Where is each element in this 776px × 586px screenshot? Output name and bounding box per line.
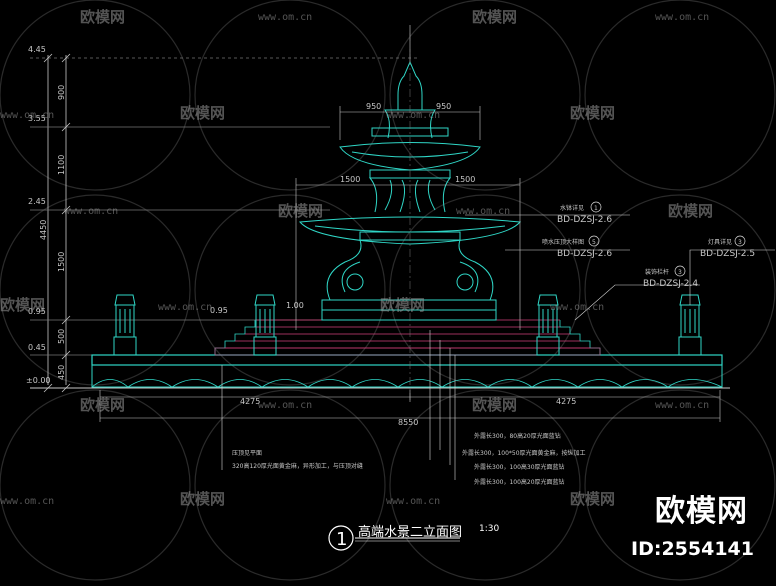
vertical-dimension: 450	[57, 365, 66, 380]
text-layer: 4.45 3.55 2.45 0.95 0.45 ±0.00 1.00 0.95…	[26, 45, 755, 550]
callout-label: 喷水压顶大样图	[542, 238, 584, 246]
callout-markers	[588, 201, 746, 277]
callout-number: 5	[592, 239, 596, 246]
watermark-logo: 欧模网	[278, 202, 324, 220]
drawing-scale: 1:30	[479, 524, 500, 534]
horizontal-dimension: 1500	[455, 175, 475, 184]
watermark-url: www.om.cn	[64, 206, 119, 217]
fountain-base	[30, 319, 730, 389]
elevation-label: 0.45	[28, 343, 46, 352]
watermark-logo: 欧模网	[180, 104, 226, 122]
watermark-url: www.om.cn	[386, 110, 441, 121]
note-text: 外露长300，80高20厚光面蓝钻	[474, 432, 561, 440]
callout-label: 装饰栏杆	[645, 268, 669, 276]
callout-number: 3	[738, 239, 742, 246]
callout-label: 水钵详见	[560, 204, 584, 212]
elevation-label: 2.45	[28, 197, 46, 206]
horizontal-dimension: 950	[436, 102, 451, 111]
callout-reference: BD-DZSJ-2.6	[557, 249, 612, 259]
vertical-dimension: 500	[57, 329, 66, 344]
watermark-logo: 欧模网	[570, 490, 616, 508]
vertical-dimension: 1100	[57, 155, 66, 175]
horizontal-dimension: 1500	[340, 175, 360, 184]
vertical-dimension: 900	[57, 85, 66, 100]
brand-logo-text: 欧模网	[655, 494, 748, 529]
watermark-logo: 欧模网	[380, 296, 426, 314]
callout-label: 灯具详见	[708, 238, 732, 246]
horizontal-dimension: 950	[366, 102, 381, 111]
watermark-url: www.om.cn	[386, 496, 441, 507]
horizontal-dimension: 4275	[240, 397, 260, 406]
vertical-dimension: 4450	[39, 220, 48, 240]
callout-number: 1	[594, 205, 598, 212]
watermark-logo: 欧模网	[180, 490, 226, 508]
note-text: 外露长300，100高20厚光面蓝钻	[474, 478, 565, 486]
light-posts	[113, 294, 702, 356]
watermark-logo: 欧模网	[472, 396, 518, 414]
elevation-label: 0.95	[210, 306, 228, 315]
watermark-logo: 欧模网	[0, 296, 46, 314]
watermark-logo: 欧模网	[472, 8, 518, 26]
callout-number: 3	[678, 269, 682, 276]
drawing-index	[328, 525, 460, 551]
watermark-logo: 欧模网	[80, 396, 126, 414]
callout-reference: BD-DZSJ-2.6	[557, 215, 612, 225]
watermark-url: www.om.cn	[0, 496, 55, 507]
elevation-label: 4.45	[28, 45, 46, 54]
watermark-url: www.om.cn	[258, 400, 313, 411]
watermark-url: www.om.cn	[655, 400, 710, 411]
watermark-url: www.om.cn	[655, 12, 710, 23]
note-text: 外露长300，100高30厚光面蓝钻	[474, 463, 565, 471]
elevation-axis	[30, 53, 420, 393]
callout-reference: BD-DZSJ-2.4	[643, 279, 698, 289]
elevation-label: 3.55	[28, 114, 46, 123]
note-text: 压顶见平面	[232, 450, 262, 457]
watermark-logo: 欧模网	[80, 8, 126, 26]
watermark-logo: 欧模网	[570, 104, 616, 122]
dimension-lines	[99, 106, 721, 422]
drawing-number: 1	[336, 529, 347, 550]
callout-reference: BD-DZSJ-2.5	[700, 249, 755, 259]
horizontal-dimension: 4275	[556, 397, 576, 406]
brand-id: ID:2554141	[631, 538, 754, 560]
watermark-logo: 欧模网	[668, 202, 714, 220]
vertical-dimension: 1500	[57, 252, 66, 272]
drawing-title: 高端水景二立面图	[358, 525, 463, 540]
elevation-label: 0.95	[28, 307, 46, 316]
leader-lines	[221, 214, 775, 480]
note-text: 外露长300，100*50厚光面黄金麻，按纵加工	[462, 449, 586, 457]
elevation-label: ±0.00	[26, 376, 51, 385]
watermark-url: www.om.cn	[456, 206, 511, 217]
horizontal-dimension: 8550	[398, 418, 418, 427]
watermark-url: www.om.cn	[0, 110, 55, 121]
note-text: 320高120厚光面黄金麻，异形加工，与压顶对缝	[232, 462, 363, 470]
watermark-url: www.om.cn	[550, 302, 605, 313]
watermark-url: www.om.cn	[158, 302, 213, 313]
watermark-url: www.om.cn	[258, 12, 313, 23]
elevation-label: 1.00	[286, 301, 304, 310]
